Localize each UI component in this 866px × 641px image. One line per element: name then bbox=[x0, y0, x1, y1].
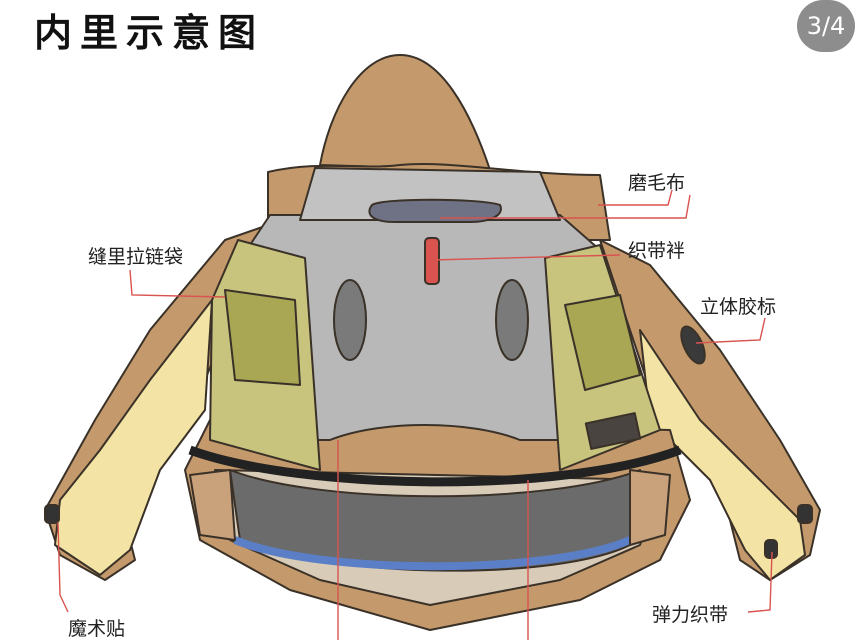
left-sleeve-lining bbox=[54, 299, 213, 576]
hood bbox=[319, 54, 491, 171]
label-inner-zip-pocket: 缝里拉链袋 bbox=[88, 246, 184, 268]
brand-label bbox=[584, 412, 642, 450]
left-shoulder-pad bbox=[333, 279, 367, 361]
body-lining bbox=[229, 214, 621, 441]
page-title: 内里示意图 bbox=[34, 10, 265, 55]
page-indicator-badge: 3/4 bbox=[797, 0, 855, 52]
label-velcro: 魔术贴 bbox=[68, 618, 126, 640]
label-webbing-loop: 织带袢 bbox=[628, 240, 686, 262]
left-hem-tab bbox=[189, 469, 236, 541]
right-velcro-tab bbox=[797, 504, 813, 524]
waistband bbox=[188, 445, 682, 487]
label-elastic-webbing: 弹力织带 bbox=[652, 604, 729, 626]
brushed-fabric-patch bbox=[368, 198, 502, 223]
leader-lines bbox=[57, 189, 773, 640]
label-3d-rubber-label: 立体胶标 bbox=[700, 296, 777, 318]
left-velcro-tab bbox=[44, 504, 60, 524]
3d-rubber-label bbox=[680, 325, 706, 365]
webbing-loop bbox=[424, 237, 440, 285]
left-zip-pocket bbox=[224, 289, 301, 386]
elastic-webbing-tab bbox=[764, 539, 778, 559]
elastic-hem-band bbox=[233, 536, 632, 571]
right-zip-pocket bbox=[564, 294, 641, 391]
label-brushed-fabric: 磨毛布 bbox=[628, 172, 686, 194]
right-shoulder-pad bbox=[495, 279, 529, 361]
right-hem-tab bbox=[629, 469, 671, 546]
